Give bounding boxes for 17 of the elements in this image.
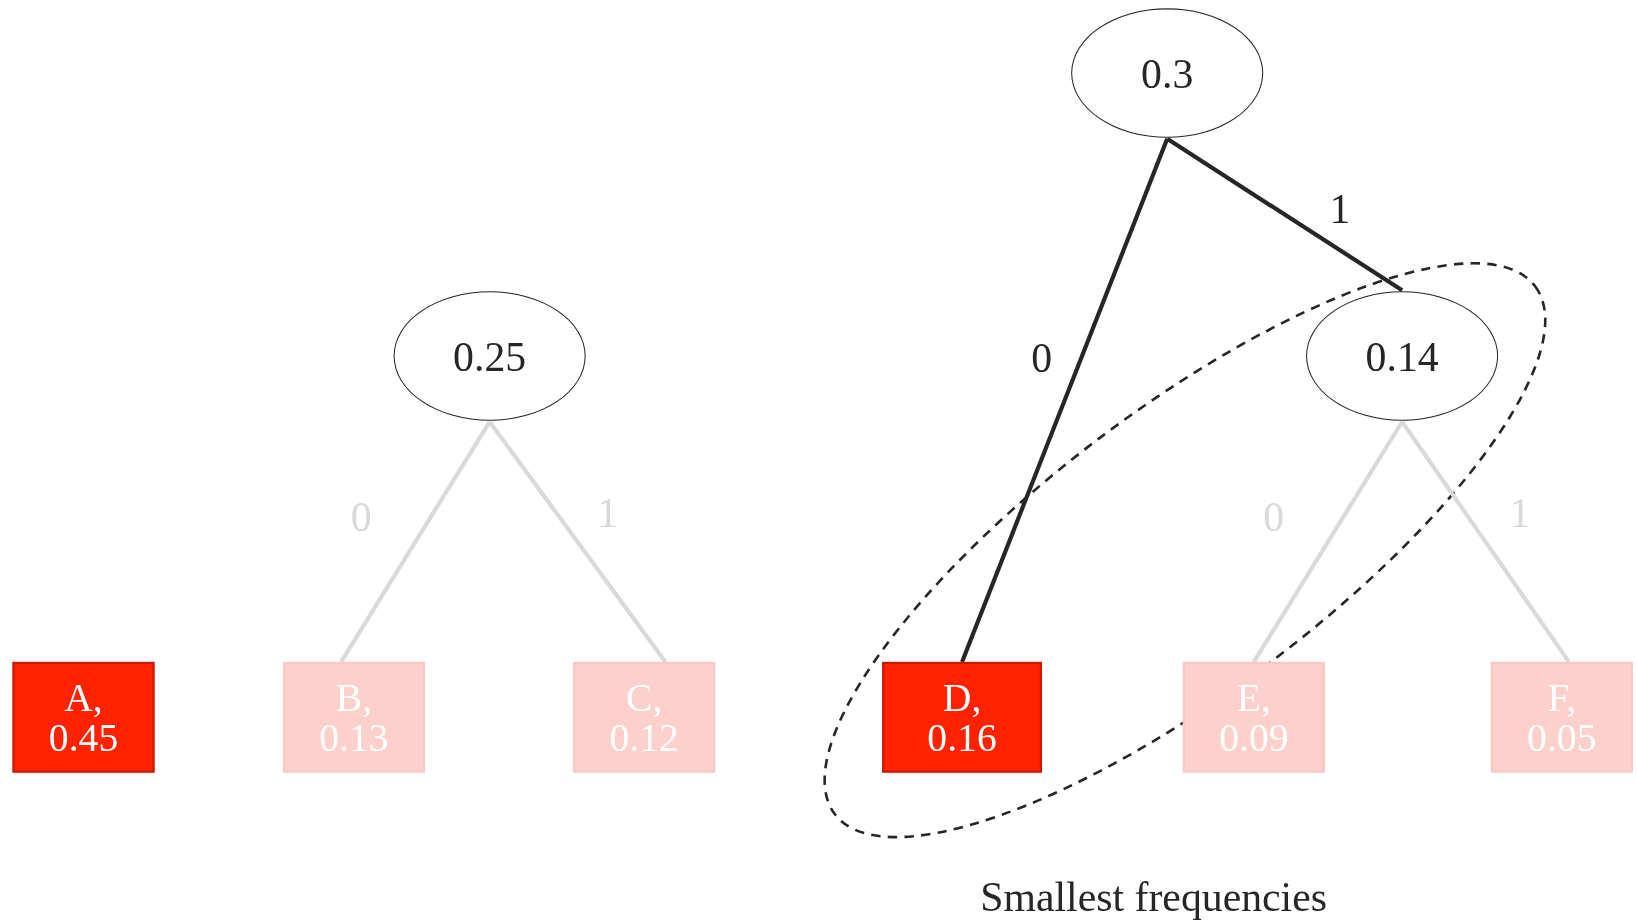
symbol-label: D, 0.16 [926, 677, 998, 757]
annotation-label: Smallest frequencies [980, 876, 1327, 919]
leaf-box [282, 661, 425, 773]
leaf-box [12, 661, 155, 773]
leaf-box [1182, 661, 1325, 773]
connector-line [487, 420, 668, 664]
value-label: 0.25 [453, 331, 527, 381]
leaf-box [573, 661, 716, 773]
value-label: 0.14 [1365, 331, 1439, 381]
connector-line [1400, 420, 1571, 664]
connector-line [960, 138, 1170, 663]
symbol-label: A, 0.45 [47, 677, 120, 757]
leaf-box [1490, 661, 1633, 773]
value-label: 0.3 [1141, 48, 1194, 98]
connector-line [1252, 420, 1404, 663]
connector-line [339, 420, 492, 663]
leaf-box [882, 661, 1042, 773]
